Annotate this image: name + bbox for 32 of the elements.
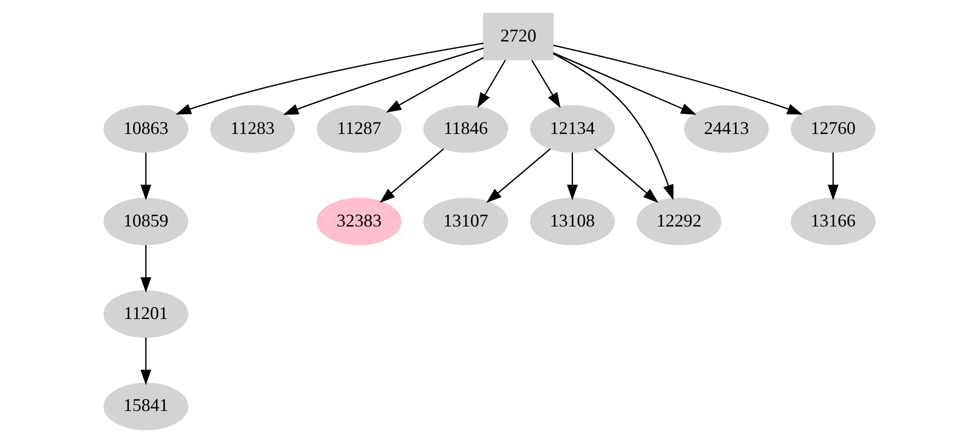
arrow <box>140 245 152 293</box>
arrow <box>828 152 839 200</box>
arrow <box>140 338 152 386</box>
node-ellipse: 11846 <box>423 105 508 153</box>
node-ellipse: 12292 <box>636 198 722 246</box>
node-ellipse: 11201 <box>104 290 188 338</box>
arrow <box>477 60 506 108</box>
arrow <box>386 56 484 113</box>
node-ellipse: 12134 <box>530 105 615 153</box>
arrow <box>176 42 484 115</box>
arrow <box>553 44 803 115</box>
node-ellipse: 10863 <box>104 105 188 153</box>
arrow <box>380 148 444 203</box>
node-ellipse: 13166 <box>790 198 876 246</box>
node-box: 2720 <box>483 12 554 60</box>
node-ellipse: 11283 <box>210 105 295 153</box>
arrow <box>566 152 578 200</box>
arrow <box>140 152 152 200</box>
arrow <box>552 53 674 200</box>
arrow <box>594 148 658 203</box>
node-ellipse: 24413 <box>684 105 769 153</box>
node-ellipse: 32383 <box>316 198 402 246</box>
node-ellipse: 12760 <box>790 105 876 153</box>
arrow <box>486 148 551 203</box>
node-ellipse: 13108 <box>530 198 615 246</box>
arrow <box>531 60 561 108</box>
node-ellipse: 11287 <box>316 105 402 153</box>
node-ellipse: 15841 <box>104 382 188 430</box>
node-ellipse: 10859 <box>104 198 188 246</box>
arrow <box>283 48 484 115</box>
node-ellipse: 13107 <box>423 198 508 246</box>
arrow <box>552 52 696 115</box>
